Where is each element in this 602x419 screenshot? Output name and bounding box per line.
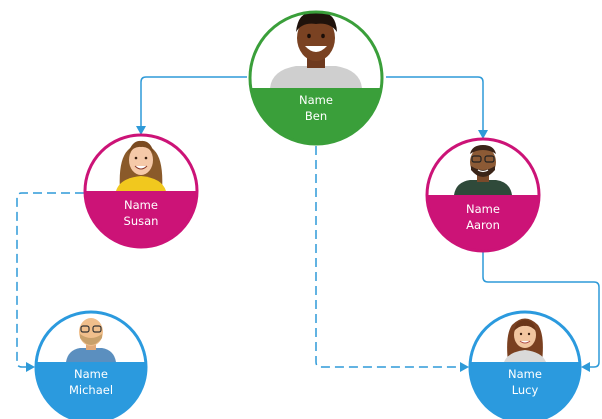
connector-ben-susan — [136, 76, 247, 135]
connector-susan-michael — [16, 192, 84, 372]
person-name: Lucy — [512, 383, 539, 397]
connector-aaron-lucy — [482, 252, 600, 372]
node-michael[interactable]: Name Michael — [34, 310, 148, 419]
node-lucy[interactable]: Name Lucy — [468, 310, 582, 419]
connector-ben-aaron — [386, 76, 488, 139]
man-bald-glasses-icon — [66, 318, 116, 362]
person-name: Susan — [124, 214, 159, 228]
man-dark-smiling-icon — [270, 11, 362, 88]
node-caption: Name — [124, 198, 158, 212]
person-name: Aaron — [466, 218, 500, 232]
woman-curly-hair-icon — [116, 140, 166, 191]
node-caption: Name — [508, 367, 542, 381]
node-susan[interactable]: Name Susan — [83, 133, 199, 251]
woman-brown-hair-icon — [504, 318, 546, 362]
connector-ben-lucy — [315, 146, 469, 372]
person-name: Ben — [305, 109, 327, 123]
node-ben[interactable]: Name Ben — [248, 10, 384, 148]
connectors — [16, 76, 600, 372]
node-caption: Name — [466, 202, 500, 216]
node-caption: Name — [74, 367, 108, 381]
node-caption: Name — [299, 93, 333, 107]
man-glasses-beard-icon — [454, 145, 512, 195]
node-aaron[interactable]: Name Aaron — [425, 137, 541, 255]
person-name: Michael — [69, 383, 113, 397]
